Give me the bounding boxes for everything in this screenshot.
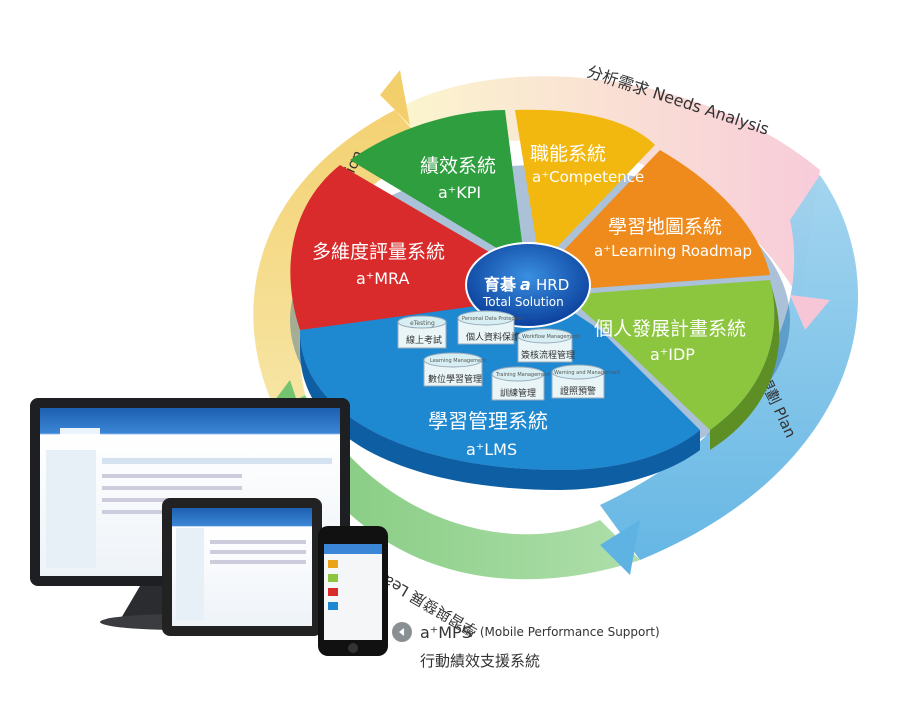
module-personal-data-cn: 個人資料保護 (466, 331, 520, 343)
tablet-device (162, 498, 322, 636)
module-personal-data-en: Personal Data Protection (462, 316, 524, 322)
slice-idp-name: 個人發展計畫系統 (594, 318, 746, 340)
slice-competence-code: a⁺Competence (532, 168, 644, 186)
ring-arrow-learn (600, 520, 640, 575)
slice-idp-code: a⁺IDP (650, 345, 695, 364)
chevron-left-icon (392, 622, 412, 642)
ring-evaluation (253, 110, 430, 410)
slice-mra-name: 多維度評量系統 (312, 241, 445, 263)
module-warning: Warning and Management 證照預警 (551, 364, 620, 399)
module-learning-en: Learning Management (430, 358, 486, 364)
module-cylinders: eTesting 線上考試 Personal Data Protection 個… (397, 310, 620, 401)
center-brand-cn: 育碁 (484, 275, 517, 294)
center-brand-en: HRD (536, 276, 569, 294)
slice-competence-name: 職能系統 (530, 143, 606, 165)
module-workflow-cn: 簽核流程管理 (521, 349, 575, 361)
slice-roadmap-code: a⁺Learning Roadmap (594, 242, 752, 260)
slice-roadmap (545, 150, 770, 290)
module-personal-data: Personal Data Protection 個人資料保護 (457, 310, 524, 345)
phone-device (318, 526, 388, 656)
mps-caption: a⁺MPS (Mobile Performance Support) (392, 622, 660, 642)
slice-kpi-code: a⁺KPI (438, 183, 481, 202)
mps-title: a⁺MPS (420, 622, 472, 642)
module-etesting-en: eTesting (410, 320, 435, 327)
slice-competence (515, 109, 655, 266)
center-subtitle: Total Solution (482, 295, 564, 309)
slice-idp-side (710, 280, 780, 450)
module-workflow-en: Workflow Management (522, 334, 580, 340)
ring-arrow-needs (380, 70, 410, 125)
slice-roadmap-name: 學習地圖系統 (608, 216, 722, 238)
module-training: Training Management 訓練管理 (491, 366, 550, 401)
slice-kpi (350, 110, 525, 265)
module-workflow: Workflow Management 簽核流程管理 (517, 328, 580, 363)
module-warning-en: Warning and Management (554, 370, 620, 376)
slice-kpi-name: 績效系統 (420, 155, 496, 177)
slice-idp (565, 280, 775, 430)
module-training-cn: 訓練管理 (500, 387, 536, 399)
center-brand-mark: a (520, 275, 531, 294)
slice-mra-code: a⁺MRA (356, 269, 410, 288)
center-disc (465, 242, 591, 328)
slice-mra (290, 165, 520, 330)
mps-subtitle: (Mobile Performance Support) (479, 625, 660, 639)
module-etesting-cn: 線上考試 (406, 334, 442, 346)
module-warning-cn: 證照預警 (560, 385, 596, 397)
module-training-en: Training Management (495, 372, 550, 378)
ring-plan (600, 175, 859, 560)
module-learning: Learning Management 數位學習管理 (423, 352, 486, 387)
slice-lms-name: 學習管理系統 (428, 409, 548, 433)
module-learning-cn: 數位學習管理 (428, 373, 482, 385)
module-etesting: eTesting 線上考試 (397, 315, 447, 349)
slice-lms-side (300, 330, 700, 490)
ring-arrow-plan (790, 295, 830, 330)
ring-learning-dev (275, 395, 640, 580)
mps-cn: 行動績效支援系統 (420, 652, 541, 670)
slice-lms-code: a⁺LMS (466, 440, 517, 459)
